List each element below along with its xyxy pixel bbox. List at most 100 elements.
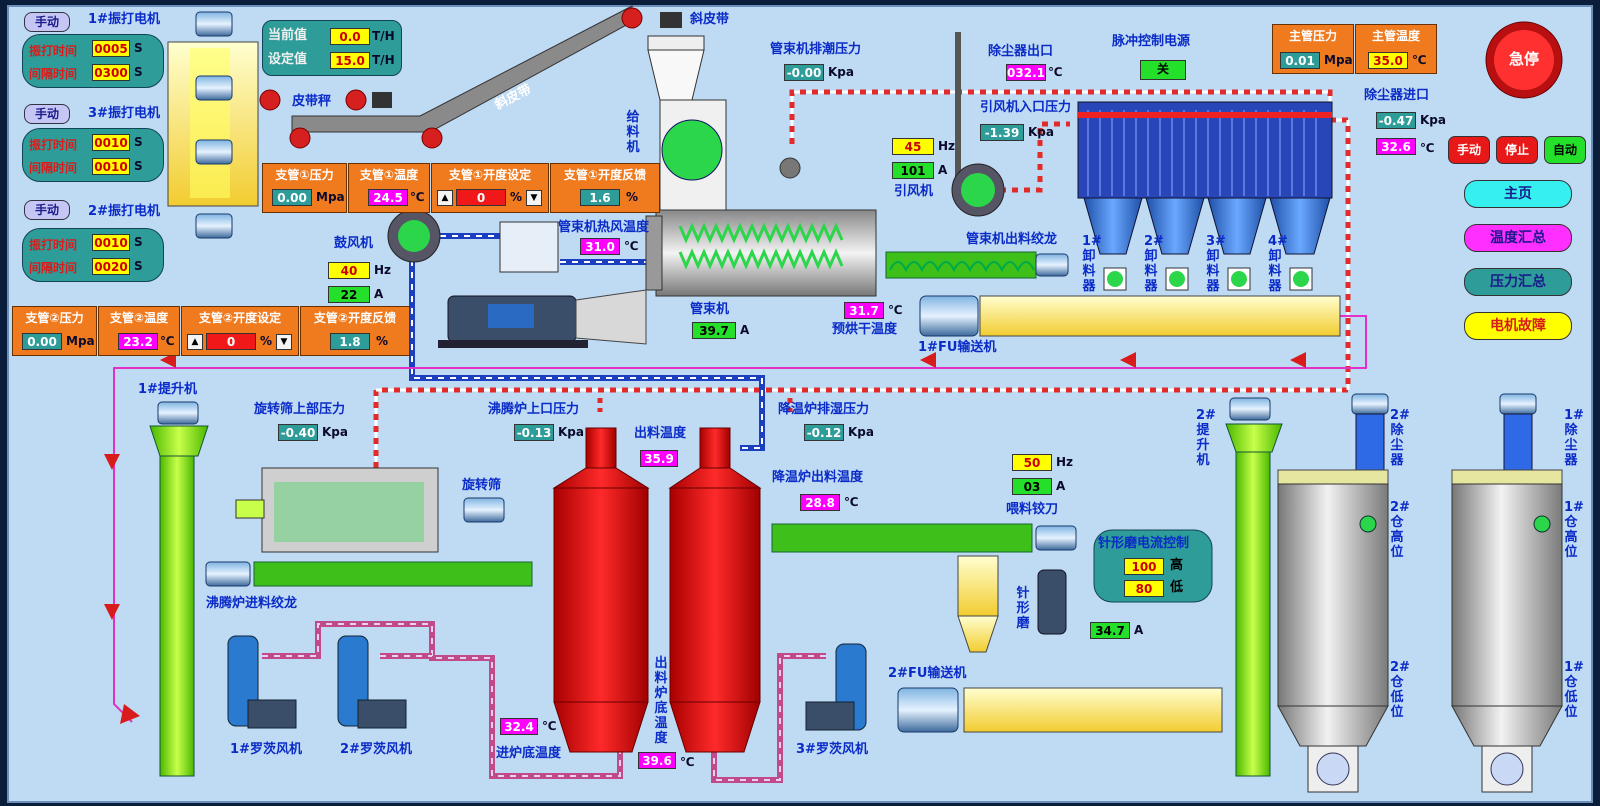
- hammer2-mode-button[interactable]: 手动: [24, 200, 70, 220]
- pulse-state[interactable]: 关: [1140, 60, 1186, 80]
- branch1-temp-value: 24.5: [368, 189, 408, 206]
- bottom-out-value: 39.6: [638, 752, 676, 769]
- spin-pressure-label: 旋转筛上部压力: [254, 402, 346, 417]
- tube-a-value: 39.7: [692, 322, 736, 339]
- unit: %: [626, 190, 639, 204]
- unloader4-label: 4#卸料器: [1268, 234, 1288, 294]
- pin-low-value[interactable]: 80: [1124, 580, 1164, 597]
- hammer1-mode-button[interactable]: 手动: [24, 12, 70, 32]
- roots2-label: 2#罗茨风机: [340, 742, 412, 757]
- unloader1-label: 1#卸料器: [1082, 234, 1102, 294]
- pin-a-value: 34.7: [1090, 622, 1130, 639]
- lift1-body: [159, 455, 195, 777]
- fu1-body: [979, 295, 1341, 337]
- fan-label: 引风机: [894, 184, 934, 199]
- branch2-temp-value: 23.2: [118, 333, 158, 350]
- silos: [1277, 393, 1563, 793]
- boil-screw-label: 沸腾炉进料绞龙: [206, 596, 298, 611]
- branch1-up-button[interactable]: ▲: [437, 190, 453, 206]
- knife-a-value: 03: [1012, 478, 1052, 495]
- screw-out-label: 管束机出料绞龙: [966, 232, 1058, 247]
- boil-up-pressure-value: -0.13: [514, 424, 554, 441]
- air-supply-pipes: [262, 621, 826, 783]
- feed-knife-label: 喂料铰刀: [1006, 502, 1059, 517]
- bin1-low-label: 1#仓低位: [1564, 660, 1584, 720]
- hammer1-title: 1#振打电机: [88, 12, 160, 27]
- hammer1-vib-value[interactable]: 0005: [92, 40, 130, 57]
- feeder-label: 给料机: [626, 110, 640, 155]
- pin-high-label: 高: [1170, 558, 1184, 573]
- unit: Hz: [938, 139, 956, 153]
- nav-press-button[interactable]: 压力汇总: [1464, 268, 1572, 296]
- pin-high-value[interactable]: 100: [1124, 558, 1164, 575]
- unit: ℃: [160, 334, 175, 348]
- return-line: [113, 315, 1367, 723]
- roots1-label: 1#罗茨风机: [230, 742, 302, 757]
- nav-fault-button[interactable]: 电机故障: [1464, 312, 1572, 340]
- unit: Hz: [1056, 455, 1074, 469]
- branch2-feedback-value: 1.8: [330, 333, 370, 350]
- baghouse: [1077, 101, 1333, 291]
- unit: ℃: [680, 755, 695, 769]
- unit: ℃: [410, 190, 425, 204]
- unit: Kpa: [848, 425, 874, 439]
- belt-scale-label: 皮带秤: [292, 94, 332, 109]
- spin-pressure-value: -0.40: [278, 424, 318, 441]
- hammer1-int-value[interactable]: 0300: [92, 64, 130, 81]
- dust1-label: 1#除尘器: [1564, 408, 1584, 468]
- branch1-feedback-value: 1.6: [580, 189, 620, 206]
- unit: ℃: [1420, 141, 1435, 155]
- furnaces: [552, 427, 762, 753]
- out-temp-value: 35.9: [640, 450, 678, 467]
- manual-button[interactable]: 手动: [1448, 136, 1490, 164]
- bin1-high-label: 1#仓高位: [1564, 500, 1584, 560]
- dryer-motor: [438, 289, 647, 348]
- hot-air-label: 管束机热风温度: [558, 220, 650, 235]
- scale-set-value[interactable]: 15.0: [330, 52, 370, 69]
- feeder-hopper: [647, 35, 727, 213]
- fan-a-value: 101: [892, 162, 934, 179]
- out-temp-label: 出料温度: [634, 426, 687, 441]
- hammer3-vib-value[interactable]: 0010: [92, 134, 130, 151]
- flow-arrows: [104, 352, 1306, 724]
- blower-hz-value: 40: [328, 262, 370, 279]
- auto-button[interactable]: 自动: [1544, 136, 1586, 164]
- hammer3-mode-button[interactable]: 手动: [24, 104, 70, 124]
- estop-button[interactable]: 急停: [1508, 50, 1539, 68]
- main-temp-value: 35.0: [1368, 52, 1408, 69]
- branch1-down-button[interactable]: ▼: [526, 190, 542, 206]
- tube-dryer: [645, 209, 877, 297]
- unit: ℃: [844, 495, 859, 509]
- unit: S: [134, 65, 143, 79]
- pin-low-label: 低: [1170, 580, 1184, 595]
- unit: ℃: [1412, 53, 1427, 67]
- boil-up-pressure-label: 沸腾炉上口压力: [488, 402, 580, 417]
- hammer-motors: [195, 11, 233, 239]
- fan-in-value: -1.39: [980, 124, 1024, 141]
- branch2-down-button[interactable]: ▼: [276, 334, 292, 350]
- hammer2-vib-value[interactable]: 0010: [92, 234, 130, 251]
- roots3-label: 3#罗茨风机: [796, 742, 868, 757]
- pulse-label: 脉冲控制电源: [1112, 34, 1191, 49]
- hammer3-int-value[interactable]: 0010: [92, 158, 130, 175]
- hammer2-int-value[interactable]: 0020: [92, 258, 130, 275]
- unit: Kpa: [828, 65, 854, 79]
- nav-home-button[interactable]: 主页: [1464, 180, 1572, 208]
- branch1-set-value[interactable]: 0: [456, 189, 506, 206]
- unit: Mpa: [316, 190, 345, 204]
- dust-in-t-value: 32.6: [1376, 138, 1416, 155]
- fu1-label: 1#FU输送机: [918, 340, 997, 355]
- dust2-label: 2#除尘器: [1390, 408, 1410, 468]
- pin-mill-label: 针形磨: [1016, 586, 1030, 631]
- branch2-up-button[interactable]: ▲: [187, 334, 203, 350]
- unit: Kpa: [1420, 113, 1446, 127]
- stop-button[interactable]: 停止: [1496, 136, 1538, 164]
- dust-out-value: 032.1: [1006, 64, 1046, 81]
- hammer3-title: 3#振打电机: [88, 106, 160, 121]
- bin2-high-label: 2#仓高位: [1390, 500, 1410, 560]
- dust-out-label: 除尘器出口: [988, 44, 1054, 59]
- cool-pressure-value: -0.12: [804, 424, 844, 441]
- branch2-set-value[interactable]: 0: [206, 333, 256, 350]
- nav-temp-button[interactable]: 温度汇总: [1464, 224, 1572, 252]
